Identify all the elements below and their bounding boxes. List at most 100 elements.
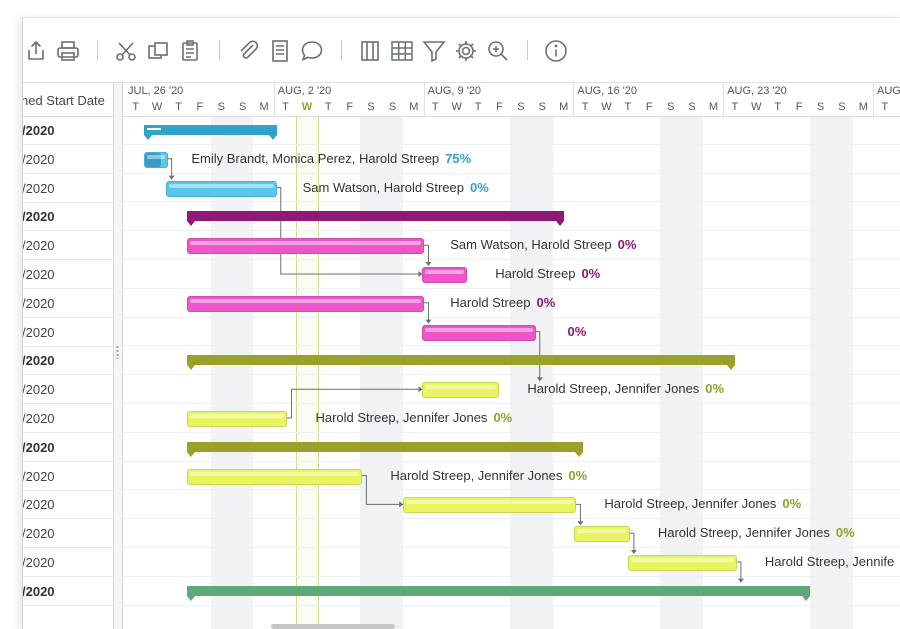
attachment-icon[interactable] [235,38,261,64]
row-divider [123,259,900,260]
table-row[interactable]: /2020 [23,548,113,577]
table-row[interactable]: /2020 [23,289,113,318]
summary-cap [187,451,196,457]
copy-icon[interactable] [145,38,171,64]
day-label: F [346,101,354,113]
task-assignees: Harold Streep [450,294,531,310]
task-bar[interactable] [187,238,425,255]
task-assignees: Sam Watson, Harold Streep [302,179,464,195]
task-bar[interactable] [187,468,363,485]
summary-bar[interactable] [187,585,810,601]
row-divider [123,403,900,404]
day-label: S [239,101,247,113]
start-date-cell: /2020 [23,238,55,254]
day-label: S [388,101,397,113]
table-row[interactable]: /2020 [23,577,113,606]
task-bar[interactable] [422,382,500,399]
summary-bar[interactable] [187,355,735,371]
task-bar[interactable] [422,324,536,341]
task-bar[interactable] [165,180,277,197]
weekend-column [531,116,553,629]
row-divider [123,201,900,203]
day-label: F [645,101,653,113]
bar-highlight [425,385,497,390]
task-assignees: Harold Streep [495,266,576,281]
day-label: S [838,101,846,113]
print-icon[interactable] [55,38,81,64]
column-header-label: ned Start Date [23,93,105,108]
summary-cap [555,221,564,227]
bar-highlight [190,414,285,418]
table-row[interactable]: /2020 [23,462,113,491]
notes-icon[interactable] [267,38,293,64]
weekend-column [660,116,682,629]
task-percent: 0% [617,237,637,253]
table-row[interactable]: /2020 [23,519,113,549]
column-header-planned-start-date[interactable]: ned Start Date [23,83,113,117]
task-bar[interactable] [144,151,168,168]
info-icon[interactable] [543,38,569,64]
grid-icon[interactable] [389,38,415,64]
task-assignees: Emily Brandt, Monica Perez, Harold Stree… [191,150,440,166]
toolbar-separator [341,40,342,60]
day-label: M [559,101,569,113]
table-row[interactable]: /2020 [23,231,113,261]
table-row[interactable]: /2020 [23,260,113,289]
week-label: AUG, 9 '20 [427,85,482,97]
day-label: T [581,101,589,113]
task-bar[interactable] [403,497,577,514]
table-row[interactable]: /2020 [23,202,113,232]
task-bar[interactable] [574,526,630,543]
table-row[interactable]: /2020 [23,174,113,203]
task-bar[interactable] [187,295,425,312]
task-bar[interactable] [422,267,468,283]
day-label: T [474,101,482,113]
zoom-icon[interactable] [485,38,511,64]
row-divider [123,316,900,318]
bar-highlight [577,529,627,534]
table-row[interactable]: /2020 [23,145,113,174]
comment-icon[interactable] [299,38,325,64]
bar-highlight [190,298,422,303]
start-date-cell: /2020 [23,411,55,426]
task-label: 0% [562,324,587,339]
task-percent: 0% [567,323,587,339]
table-row[interactable]: /2020 [23,318,113,347]
table-row[interactable]: /2020 [23,375,113,405]
scrollbar-thumb[interactable] [271,624,395,629]
export-icon[interactable] [23,38,49,64]
columns-icon[interactable] [357,38,383,64]
timeline-body: Emily Brandt, Monica Perez, Harold Stree… [123,116,900,629]
table-row[interactable]: /2020 [23,433,113,462]
summary-bar[interactable] [187,211,564,227]
summary-bar[interactable] [187,441,583,457]
bar-highlight [425,270,465,274]
cut-icon[interactable] [113,38,139,64]
bar-highlight [190,471,360,476]
pane-splitter[interactable] [113,83,123,629]
row-divider [123,172,900,174]
paste-icon[interactable] [177,38,203,64]
summary-bar[interactable] [144,125,277,140]
toolbar [23,18,900,82]
table-row[interactable]: /2020 [23,116,113,145]
weekend-column [831,116,853,629]
settings-icon[interactable] [453,38,479,64]
filter-icon[interactable] [421,38,447,64]
start-date-cell: /2020 [23,497,55,513]
task-bar[interactable] [187,411,288,427]
day-label: T [132,101,140,113]
horizontal-scrollbar[interactable] [123,623,900,629]
weekend-column [809,116,832,629]
table-row[interactable]: /2020 [23,490,113,520]
table-row[interactable]: /2020 [23,346,113,376]
dependency-arrow-icon [577,521,584,526]
start-date-cell: /2020 [23,583,55,599]
task-bar[interactable] [627,555,737,571]
day-label: W [451,101,462,113]
table-row[interactable]: /2020 [23,404,113,433]
